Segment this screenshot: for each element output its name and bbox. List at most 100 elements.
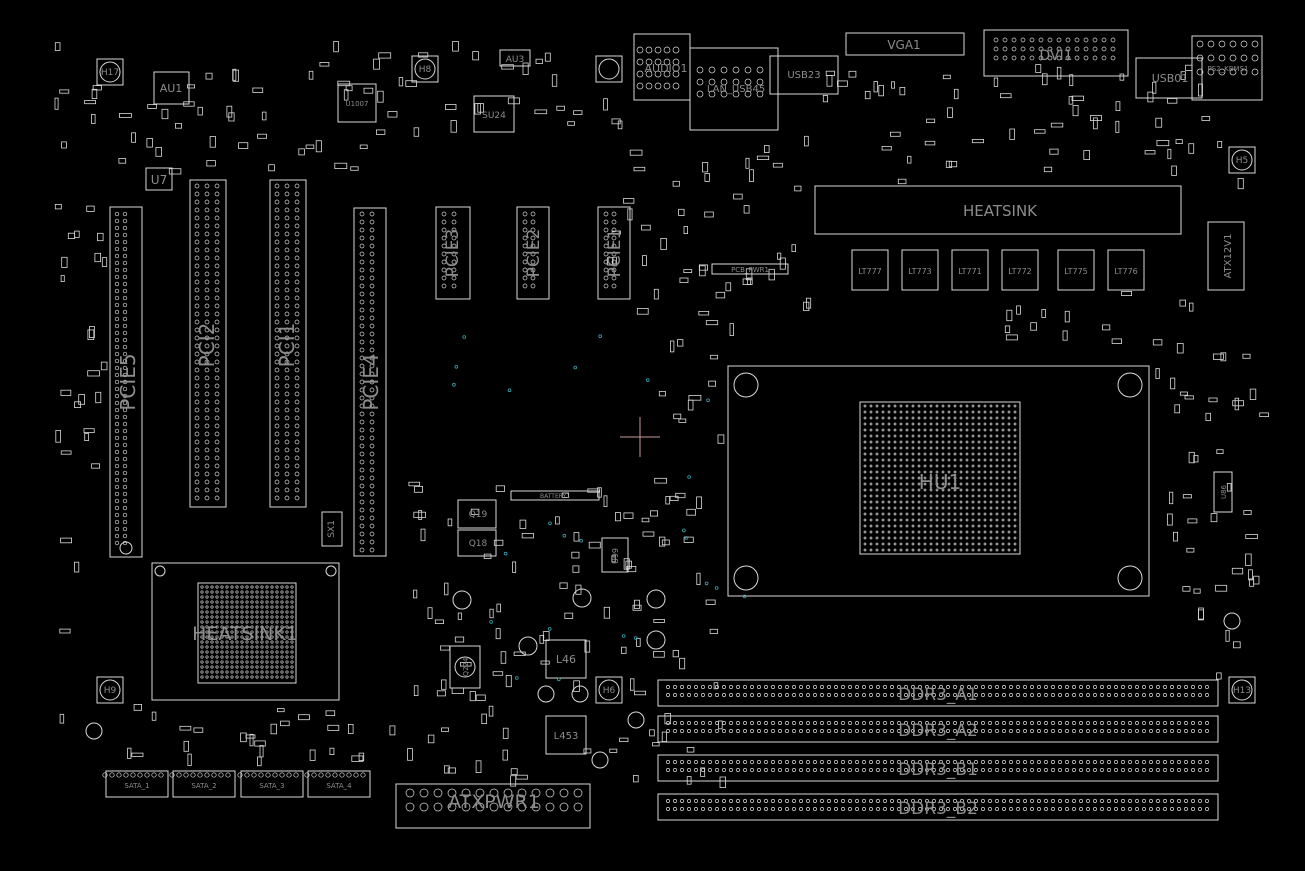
cpu-mount-hole-br — [1117, 565, 1143, 591]
ddr3-a2-label: DDR3_A2 — [898, 721, 978, 741]
cap-round-4 — [646, 630, 666, 650]
pcie2-label: PCIE2 — [524, 229, 544, 278]
u86-chip — [1213, 471, 1233, 513]
lt771-inductor — [951, 249, 989, 291]
pcie4-label: PCIE4 — [359, 353, 383, 410]
lt775-inductor — [1057, 249, 1095, 291]
l46-inductor — [545, 639, 587, 679]
atx12v1-connector — [1207, 221, 1245, 291]
q18-mosfet — [457, 529, 497, 557]
l453-inductor — [545, 715, 587, 755]
cpu-mount-hole-tr — [1117, 372, 1143, 398]
pcie4-slot — [353, 207, 387, 557]
dvi1-connector — [983, 29, 1129, 77]
pcie5-label: PCIE5 — [116, 353, 140, 410]
h9-hole — [99, 679, 121, 701]
lan-usb45-connector — [689, 47, 779, 131]
h5-hole — [1231, 149, 1253, 171]
h6-label: H6 — [603, 686, 616, 696]
lt777-label: LT777 — [858, 267, 882, 276]
h5-pad — [1228, 146, 1256, 174]
q19-label: Q19 — [469, 510, 488, 520]
small-components — [54, 41, 1269, 789]
sx1-label: SX1 — [327, 520, 337, 538]
usb01-connector — [1135, 57, 1203, 99]
lt772-label: LT772 — [1008, 267, 1032, 276]
ps2-kbms1-label: PS2_KBMS1 — [1208, 65, 1249, 73]
vrm-heatsink-outline — [814, 185, 1182, 235]
pin-arrays — [102, 37, 1259, 812]
h13-label: H13 — [1233, 686, 1251, 696]
cap-round-1 — [452, 590, 472, 610]
h5-label: H5 — [1236, 156, 1249, 166]
cpu-bga-area — [859, 401, 1021, 555]
pcie2-slot — [516, 206, 550, 300]
pcie1-label: PCIE1 — [605, 229, 625, 278]
ddr3-a2-slot — [657, 715, 1219, 743]
pci1-label: PCI1 — [275, 323, 299, 368]
h8-hole — [414, 58, 436, 80]
cap-round-11 — [571, 685, 589, 703]
u7-label: U7 — [151, 173, 167, 187]
pcb-pwr1-header — [711, 263, 789, 275]
lt777-inductor — [851, 249, 889, 291]
sata-3-label: SATA_3 — [259, 782, 284, 790]
pci2-slot — [189, 179, 227, 508]
h17-pad — [96, 58, 124, 86]
vga1-connector — [845, 32, 965, 56]
heatsink1-hole-tl — [154, 565, 166, 577]
hu1-label: HU1 — [919, 470, 961, 494]
cap-round-8 — [85, 722, 103, 740]
au3-label: AU3 — [506, 55, 524, 65]
cap-round-10 — [537, 685, 555, 703]
cpu-socket-outline — [727, 365, 1150, 597]
heatsink1-outline — [151, 562, 340, 701]
sata-2-label: SATA_2 — [191, 782, 216, 790]
q224-mosfet — [449, 645, 481, 689]
usb23-label: USB23 — [787, 70, 820, 81]
lt775-label: LT775 — [1064, 267, 1088, 276]
battery1-label: BATTERY1 — [540, 493, 570, 500]
pcie5-slot — [109, 206, 143, 558]
u1007-chip — [337, 83, 377, 123]
heatsink1-hole-br — [325, 565, 337, 577]
ddr3-b1-label: DDR3_B1 — [898, 760, 978, 780]
h13-hole — [1231, 679, 1253, 701]
pcb-pwr1-label: PCB_PWR1 — [731, 266, 769, 274]
vga1-label: VGA1 — [887, 38, 920, 52]
sata-3-connector — [240, 770, 304, 798]
h9-pad — [96, 676, 124, 704]
cursor-crosshair — [620, 417, 660, 457]
sata-2-connector — [172, 770, 236, 798]
cap-round-5 — [646, 589, 666, 609]
cap-round-7 — [591, 751, 609, 769]
sata-1-label: SATA_1 — [124, 782, 149, 790]
h8-label: H8 — [419, 65, 432, 75]
cap-round-2 — [518, 636, 538, 656]
cap-round-9 — [1223, 612, 1241, 630]
vrm-heatsink-label: HEATSINK — [963, 202, 1038, 220]
usb23-connector — [769, 55, 839, 95]
pci2-label: PCI2 — [195, 323, 219, 368]
ddr3-b2-label: DDR3_B2 — [898, 799, 978, 819]
h6-pad — [595, 676, 623, 704]
lt771-label: LT771 — [958, 267, 982, 276]
ddr3-b1-slot — [657, 754, 1219, 782]
pci1-slot — [269, 179, 307, 508]
su24-chip — [473, 95, 515, 133]
h9-label: H9 — [104, 686, 117, 696]
ddr3-a1-slot — [657, 679, 1219, 707]
u99-chip — [601, 537, 629, 573]
lt773-inductor — [901, 249, 939, 291]
ddr3-a1-label: DDR3_A1 — [898, 685, 978, 705]
vias — [452, 334, 747, 682]
cpu-mount-hole-tl — [733, 372, 759, 398]
au3-chip — [499, 49, 531, 67]
h6-hole — [598, 679, 620, 701]
lt773-label: LT773 — [908, 267, 932, 276]
pcie5-latch — [119, 541, 133, 555]
cpu-mount-hole-bl — [733, 565, 759, 591]
pcie3-slot — [435, 206, 471, 300]
audio1-label: AUDIO1 — [645, 62, 688, 75]
q18-label: Q18 — [469, 539, 488, 549]
